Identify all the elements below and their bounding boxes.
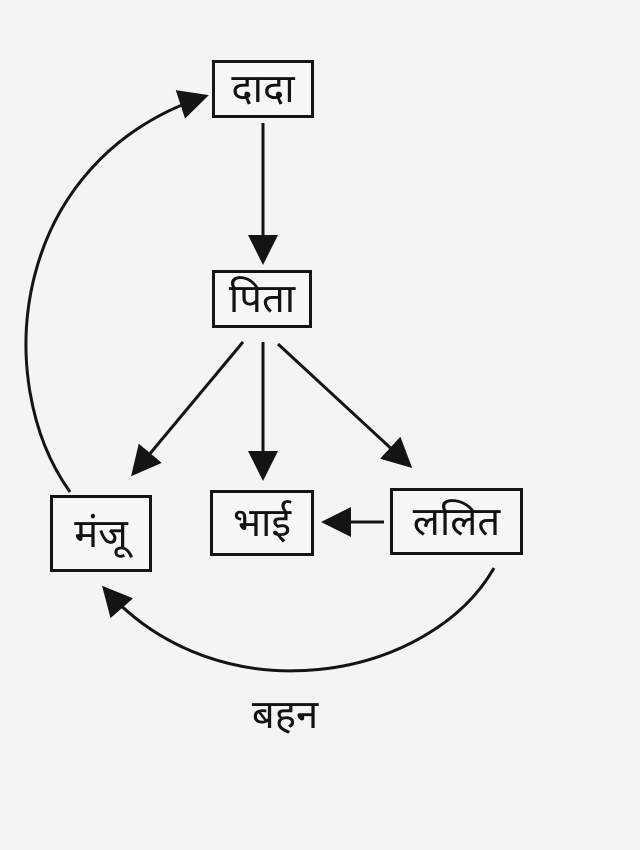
node-lalit: ललित — [390, 488, 523, 555]
node-manju: मंजू — [50, 495, 152, 572]
node-dada: दादा — [212, 60, 314, 118]
node-pita: पिता — [212, 270, 312, 328]
arrow-pita-to-manju — [131, 341, 245, 477]
node-bhai: भाई — [210, 490, 314, 556]
arrow-lalit-to-manju — [102, 567, 496, 673]
arrow-manju-to-dada — [24, 90, 209, 493]
arrow-pita-to-lalit — [276, 342, 413, 469]
edge-label-sister: बहन — [251, 692, 319, 738]
